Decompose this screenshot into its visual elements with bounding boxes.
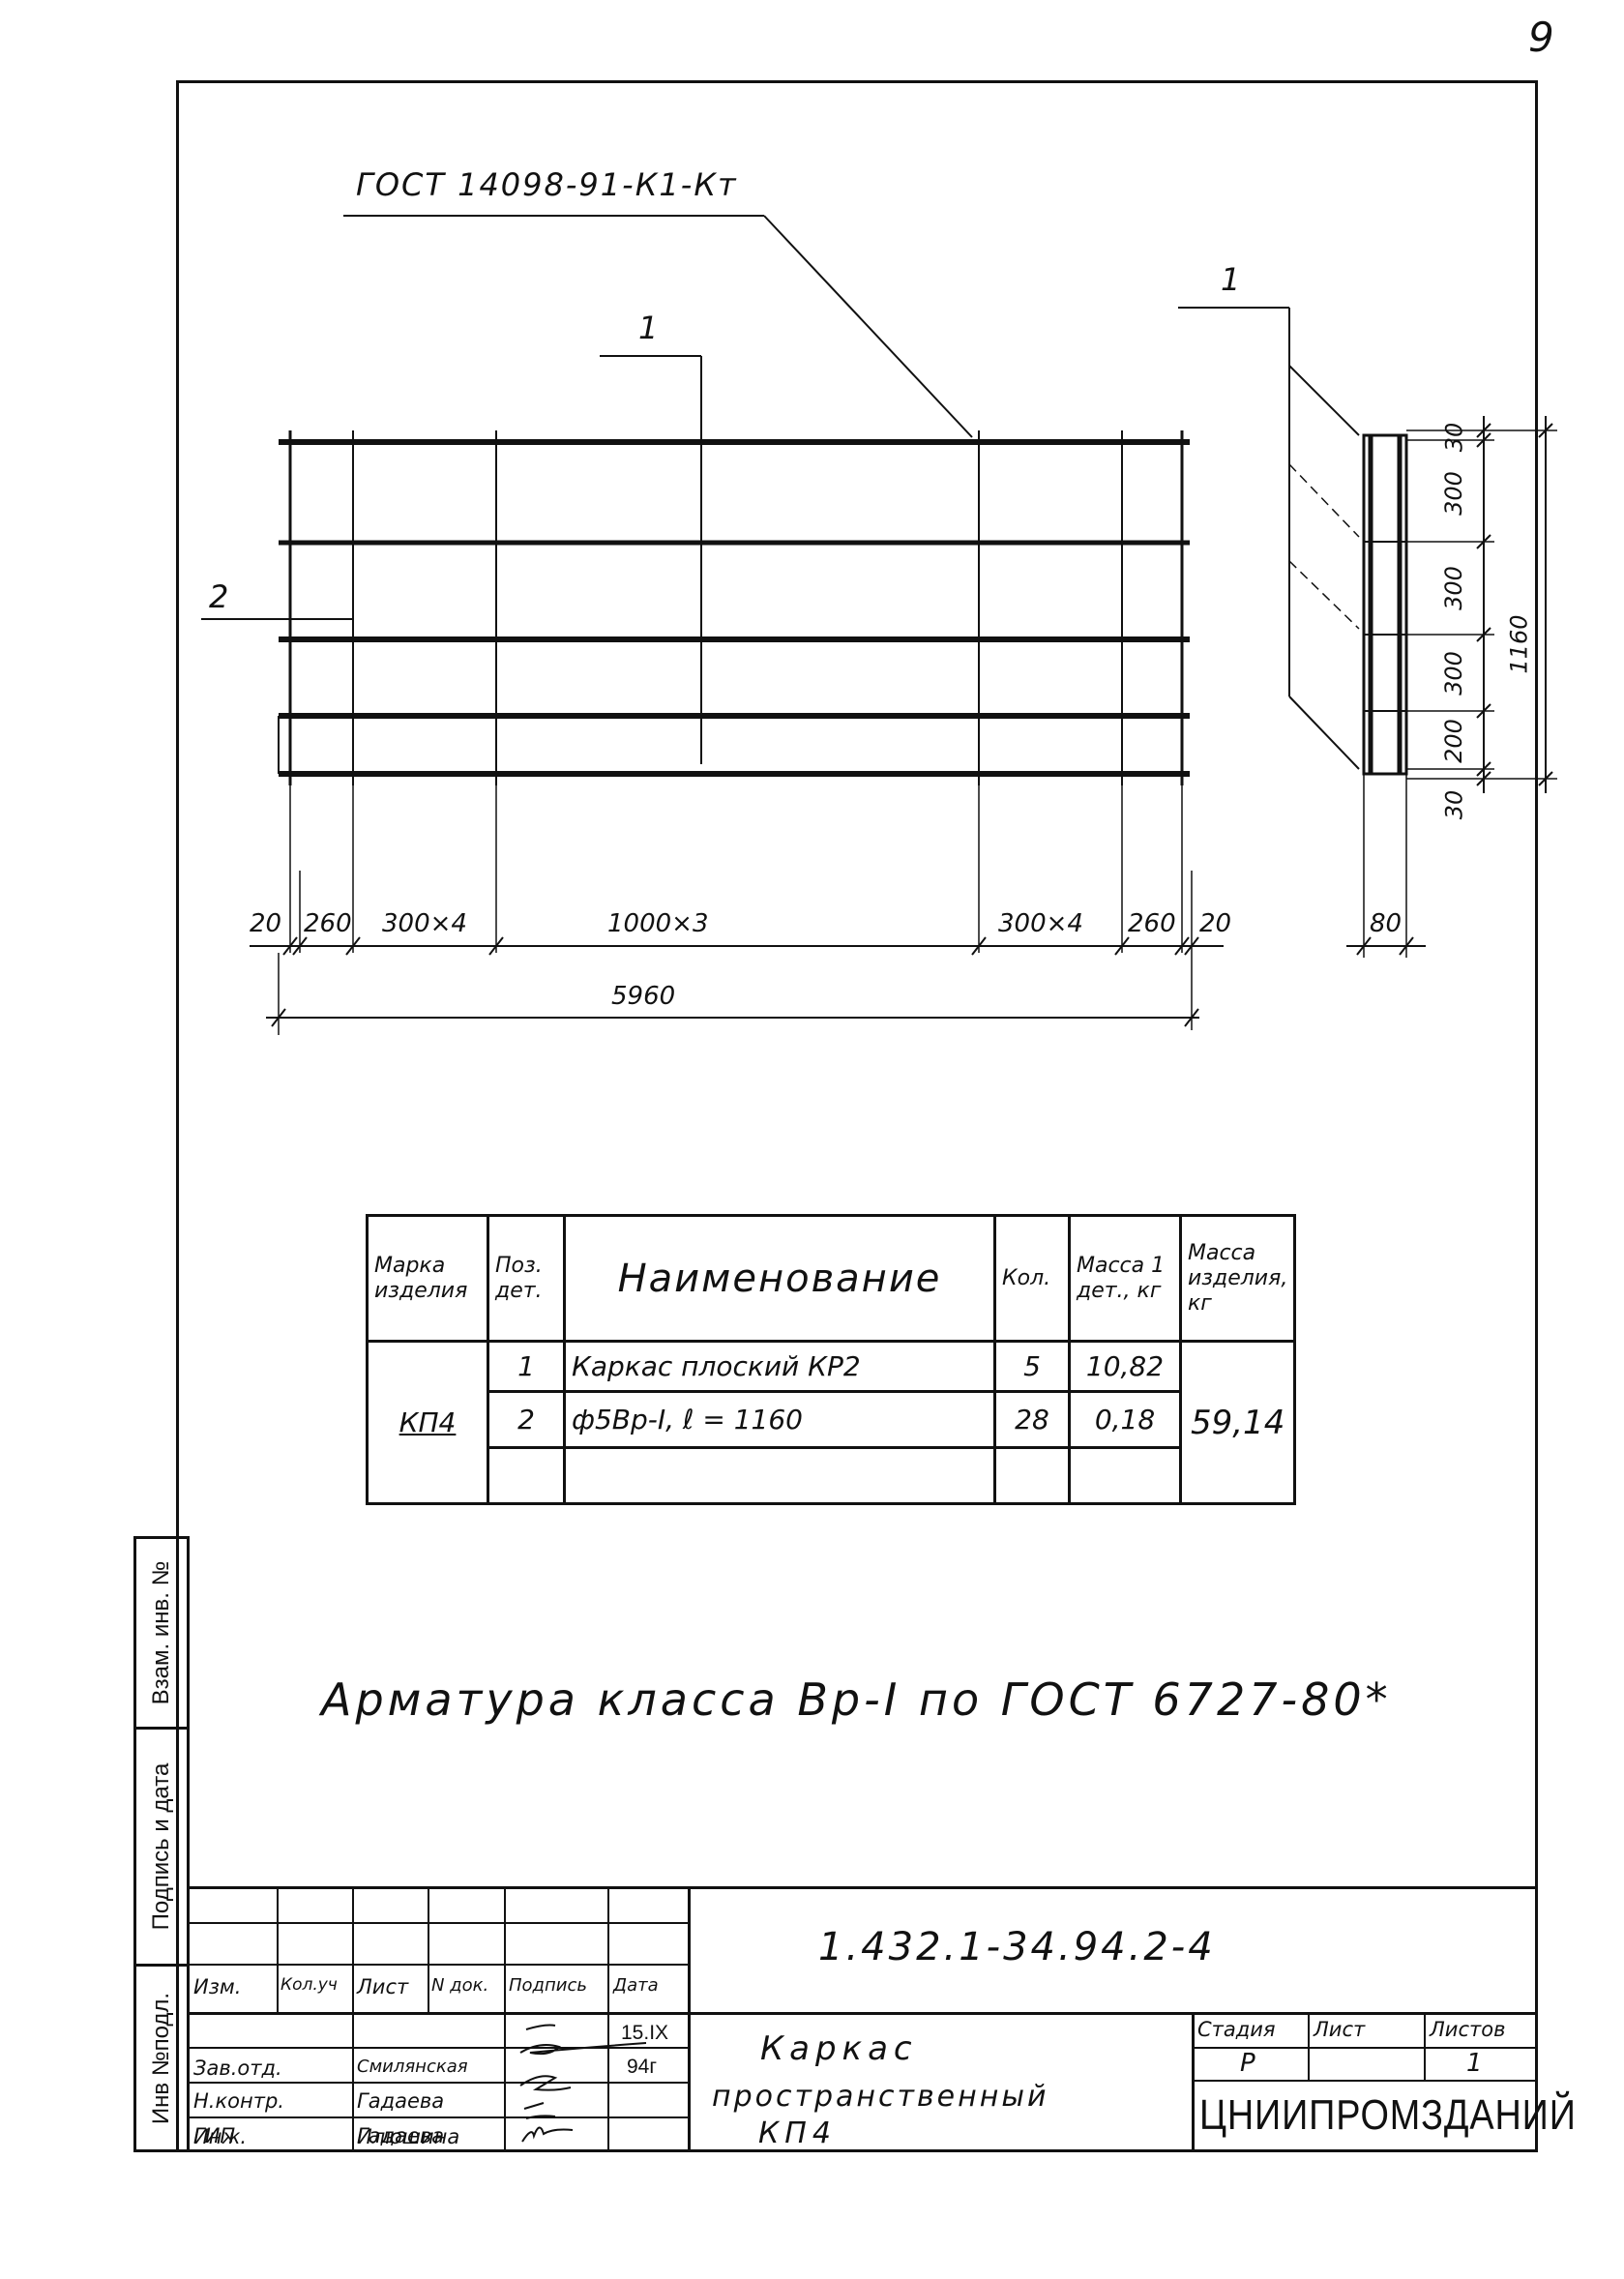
- dim-overall-length: 5960: [611, 982, 676, 1011]
- row-qty: 5: [993, 1340, 1071, 1393]
- dim-20-right: 20: [1199, 909, 1232, 938]
- tb-role-2: Н.контр.: [193, 2089, 284, 2113]
- side-label-inventory: Инв №подл.: [148, 1992, 174, 2124]
- tb-name-3: Гадаева: [357, 2124, 445, 2147]
- side-view-position-1: 1: [1221, 261, 1243, 298]
- header-mark: Марка изделия: [366, 1214, 489, 1343]
- side-label-replace: Взам. инв. №: [148, 1560, 174, 1705]
- tb-header-doc: N док.: [431, 1975, 489, 1996]
- dim-300x4-left: 300×4: [382, 909, 467, 938]
- reinforcement-note: Арматура класса Вр-I по ГОСТ 6727-80*: [321, 1673, 1392, 1726]
- tb-header-date: Дата: [613, 1975, 659, 1996]
- dim-1000x3: 1000×3: [607, 909, 709, 938]
- tb-stage-value: Р: [1240, 2049, 1255, 2078]
- tb-header-change: Изм.: [193, 1975, 242, 1998]
- tb-date-2: 94г: [627, 2056, 658, 2078]
- tb-role-1: Зав.отд.: [193, 2057, 282, 2080]
- row-pos: 2: [487, 1390, 566, 1449]
- side-cell-replace: Взам. инв. №: [136, 1539, 187, 1730]
- row-name: ф5Вр-I, ℓ = 1160: [563, 1390, 996, 1449]
- tb-name-4: Илюшина: [357, 2125, 460, 2148]
- signatures: [519, 2024, 647, 2143]
- tb-role-3: ГИП: [193, 2124, 236, 2147]
- tb-sheet-header: Лист: [1314, 2018, 1366, 2041]
- gost-reference-label: ГОСТ 14098-91-К1-Кт: [356, 166, 738, 203]
- tb-sheet-value: 1: [1466, 2049, 1483, 2078]
- dim-v-200: 200: [1439, 719, 1467, 763]
- page-number: 9: [1528, 14, 1554, 61]
- dim-260-right: 260: [1128, 909, 1176, 938]
- dim-v-300-1: 300: [1439, 471, 1467, 516]
- main-view-position-1: 1: [638, 310, 661, 346]
- tb-sheets-header: Листов: [1430, 2018, 1506, 2041]
- product-mass: 59,14: [1178, 1340, 1297, 1505]
- tb-header-qty: Кол.уч: [281, 1975, 338, 1995]
- dim-v-300-2: 300: [1439, 566, 1467, 610]
- header-mass-item: Масса изделия, кг: [1178, 1214, 1297, 1343]
- dim-v-30-top: 30: [1440, 422, 1468, 453]
- main-view-position-2: 2: [209, 578, 231, 615]
- header-qty: Кол.: [993, 1214, 1071, 1343]
- tb-date-1: 15.IX: [621, 2022, 669, 2044]
- side-cell-signature: Подпись и дата: [136, 1730, 187, 1967]
- dim-v-30-bottom: 30: [1440, 789, 1468, 820]
- header-name: Наименование: [563, 1214, 996, 1343]
- table-row: 2 ф5Вр-I, ℓ = 1160 28 0,18: [368, 1390, 1295, 1449]
- tb-stage-header: Стадия: [1197, 2018, 1276, 2041]
- tb-name-2: Гадаева: [357, 2089, 445, 2113]
- dim-side-width: 80: [1370, 909, 1403, 938]
- header-mass-unit: Масса 1 дет., кг: [1068, 1214, 1182, 1343]
- side-cell-inventory: Инв №подл.: [136, 1967, 187, 2149]
- side-stamp: Взам. инв. № Подпись и дата Инв №подл.: [133, 1536, 190, 2152]
- dim-v-overall-height: 1160: [1505, 614, 1533, 674]
- side-label-signature: Подпись и дата: [148, 1762, 174, 1931]
- row-mass: 10,82: [1068, 1340, 1182, 1393]
- specification-table: Марка изделия Поз. дет. Наименование Кол…: [366, 1214, 1297, 1505]
- header-pos: Поз. дет.: [487, 1214, 566, 1343]
- tb-role-4: Инж.: [193, 2125, 248, 2148]
- tb-name-1: Смилянская: [357, 2057, 468, 2077]
- row-pos: 1: [487, 1340, 566, 1393]
- tb-header-sheet: Лист: [357, 1975, 409, 1998]
- drawing-frame: [176, 80, 1538, 2152]
- dim-300x4-right: 300×4: [998, 909, 1083, 938]
- organization-name: ЦНИИПРОМЗДАНИЙ: [1199, 2091, 1577, 2139]
- row-qty: 28: [993, 1390, 1071, 1449]
- product-mark: КП4: [366, 1340, 489, 1505]
- row-name: [563, 1446, 996, 1505]
- row-mass: [1068, 1446, 1182, 1505]
- dim-v-300-3: 300: [1439, 651, 1467, 696]
- title-block: Изм. Кол.уч Лист N док. Подпись Дата Зав…: [190, 1886, 1576, 2152]
- dim-260-left: 260: [304, 909, 352, 938]
- tb-header-signature: Подпись: [509, 1975, 587, 1996]
- table-row: [368, 1446, 1295, 1505]
- title-line-3: КП4: [758, 2116, 837, 2150]
- row-name: Каркас плоский КР2: [563, 1340, 996, 1393]
- title-line-1: Каркас: [760, 2029, 918, 2068]
- row-qty: [993, 1446, 1071, 1505]
- row-mass: 0,18: [1068, 1390, 1182, 1449]
- row-pos: [487, 1446, 566, 1505]
- table-row: КП4 1 Каркас плоский КР2 5 10,82 59,14: [366, 1340, 1297, 1505]
- dim-20-left: 20: [250, 909, 282, 938]
- document-code: 1.432.1-34.94.2-4: [818, 1925, 1216, 1969]
- title-line-2: пространственный: [712, 2080, 1049, 2114]
